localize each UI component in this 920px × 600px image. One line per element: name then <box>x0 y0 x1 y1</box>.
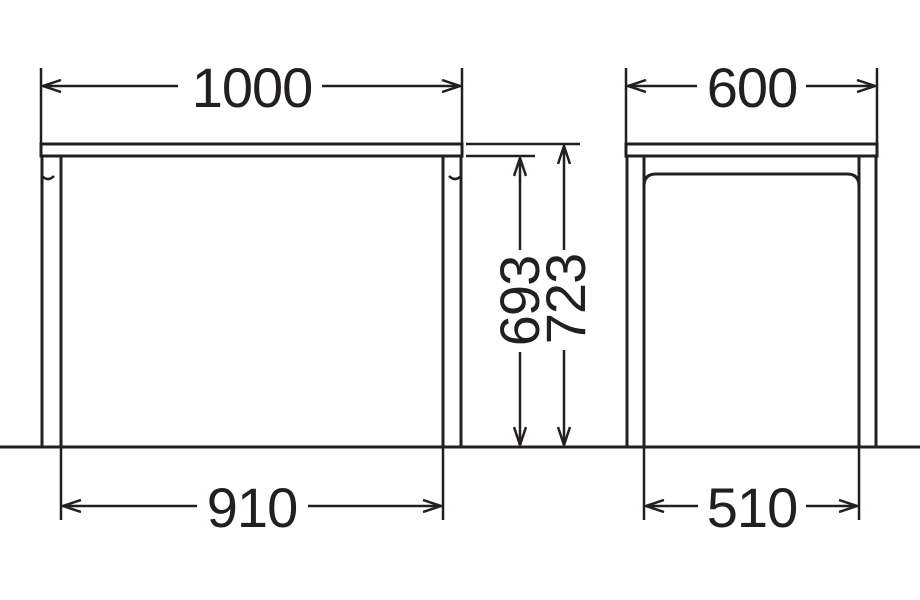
front-left-fastener <box>41 175 55 181</box>
front-left-leg <box>40 154 63 449</box>
dim-510-label: 510 <box>707 476 797 539</box>
dimension-723: 723 <box>534 146 597 445</box>
side-right-leg <box>857 154 878 449</box>
front-tabletop <box>39 142 464 158</box>
dimension-600: 600 <box>628 56 875 119</box>
front-right-fastener <box>448 175 462 181</box>
front-right-leg <box>441 154 463 449</box>
side-left-leg <box>625 154 646 449</box>
dimension-693: 693 <box>488 158 551 445</box>
side-tabletop <box>624 142 879 158</box>
dim-600-label: 600 <box>707 56 797 119</box>
dimension-510: 510 <box>646 476 857 539</box>
side-view <box>624 142 879 449</box>
dim-910-label: 910 <box>207 476 297 539</box>
dim-1000-label: 1000 <box>192 56 313 119</box>
dim-693-label: 693 <box>488 256 551 346</box>
dimension-1000: 1000 <box>43 56 460 119</box>
dim-723-label: 723 <box>534 254 597 344</box>
front-view <box>39 142 464 449</box>
side-panel <box>642 172 861 447</box>
dimension-910: 910 <box>63 476 441 539</box>
